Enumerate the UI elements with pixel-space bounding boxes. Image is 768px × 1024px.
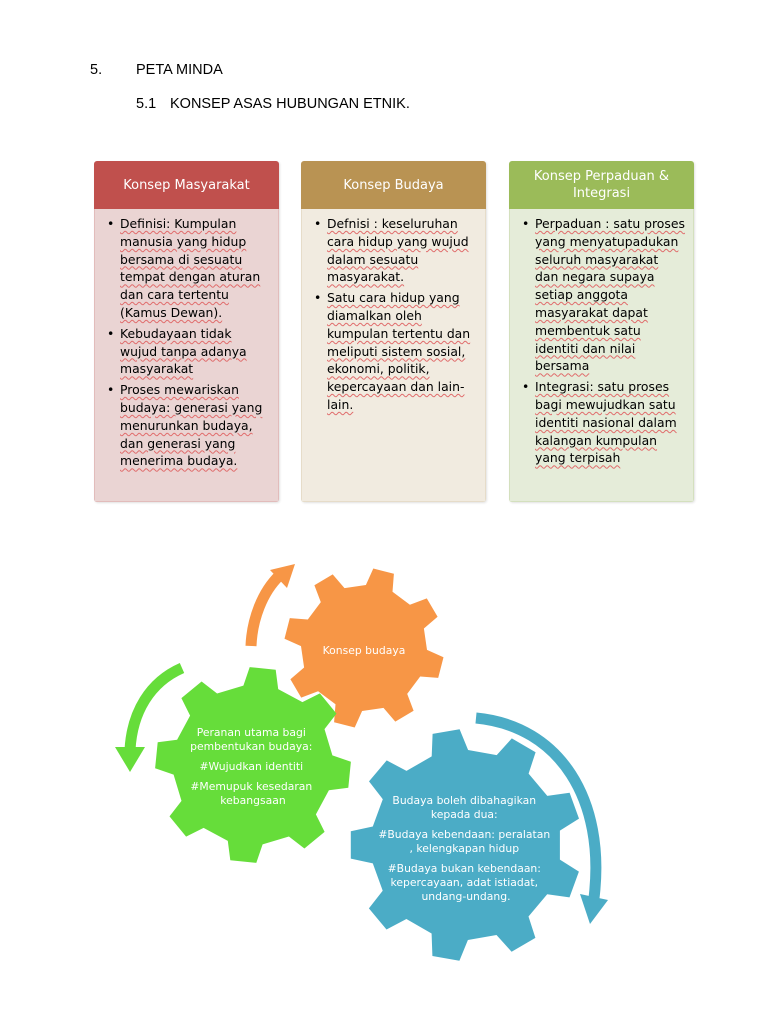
- gear-green: [155, 667, 351, 863]
- list-item: Integrasi: satu proses bagi mewujudkan s…: [518, 378, 685, 467]
- list-item: Defnisi : keseluruhan cara hidup yang wu…: [310, 215, 477, 286]
- gear-diagram: Konsep budaya Peranan utama bagi pembent…: [115, 564, 608, 961]
- arrow-blue-icon: [475, 712, 602, 899]
- card-title: Konsep Masyarakat: [94, 161, 279, 209]
- list-item: Satu cara hidup yang diamalkan oleh kump…: [310, 289, 477, 414]
- card-title: Konsep Budaya: [301, 161, 486, 209]
- card-konsep-budaya: Konsep Budaya Defnisi : keseluruhan cara…: [301, 161, 486, 502]
- arrowhead-green-icon: [115, 747, 145, 772]
- card-body: Perpaduan : satu proses yang menyatupadu…: [509, 209, 694, 502]
- arrowhead-blue-icon: [580, 894, 608, 924]
- section-title: PETA MINDA: [136, 62, 223, 78]
- subsection-title: KONSEP ASAS HUBUNGAN ETNIK.: [170, 96, 410, 112]
- gear-orange-label: Konsep budaya: [323, 644, 406, 657]
- section-number: 5.: [90, 62, 103, 78]
- list-item: Kebudayaan tidak wujud tanpa adanya masy…: [103, 325, 270, 378]
- arrow-orange-icon: [245, 571, 284, 647]
- list-item: Proses mewariskan budaya: generasi yang …: [103, 381, 270, 470]
- gear-orange: [284, 568, 444, 728]
- card-body: Defnisi : keseluruhan cara hidup yang wu…: [301, 209, 486, 502]
- gear-blue-label: Budaya boleh dibahagikan kepada dua: #Bu…: [378, 794, 553, 903]
- list-item: Definisi: Kumpulan manusia yang hidup be…: [103, 215, 270, 322]
- card-title: Konsep Perpaduan & Integrasi: [509, 161, 694, 209]
- card-body: Definisi: Kumpulan manusia yang hidup be…: [94, 209, 279, 502]
- card-konsep-masyarakat: Konsep Masyarakat Definisi: Kumpulan man…: [94, 161, 279, 502]
- card-konsep-perpaduan-integrasi: Konsep Perpaduan & Integrasi Perpaduan :…: [509, 161, 694, 502]
- subsection-number: 5.1: [136, 96, 157, 112]
- gear-green-label: Peranan utama bagi pembentukan budaya: #…: [190, 726, 316, 807]
- arrow-green-icon: [124, 662, 185, 751]
- gear-blue: [350, 729, 579, 961]
- list-item: Perpaduan : satu proses yang menyatupadu…: [518, 215, 685, 375]
- arrowhead-orange-icon: [270, 564, 295, 588]
